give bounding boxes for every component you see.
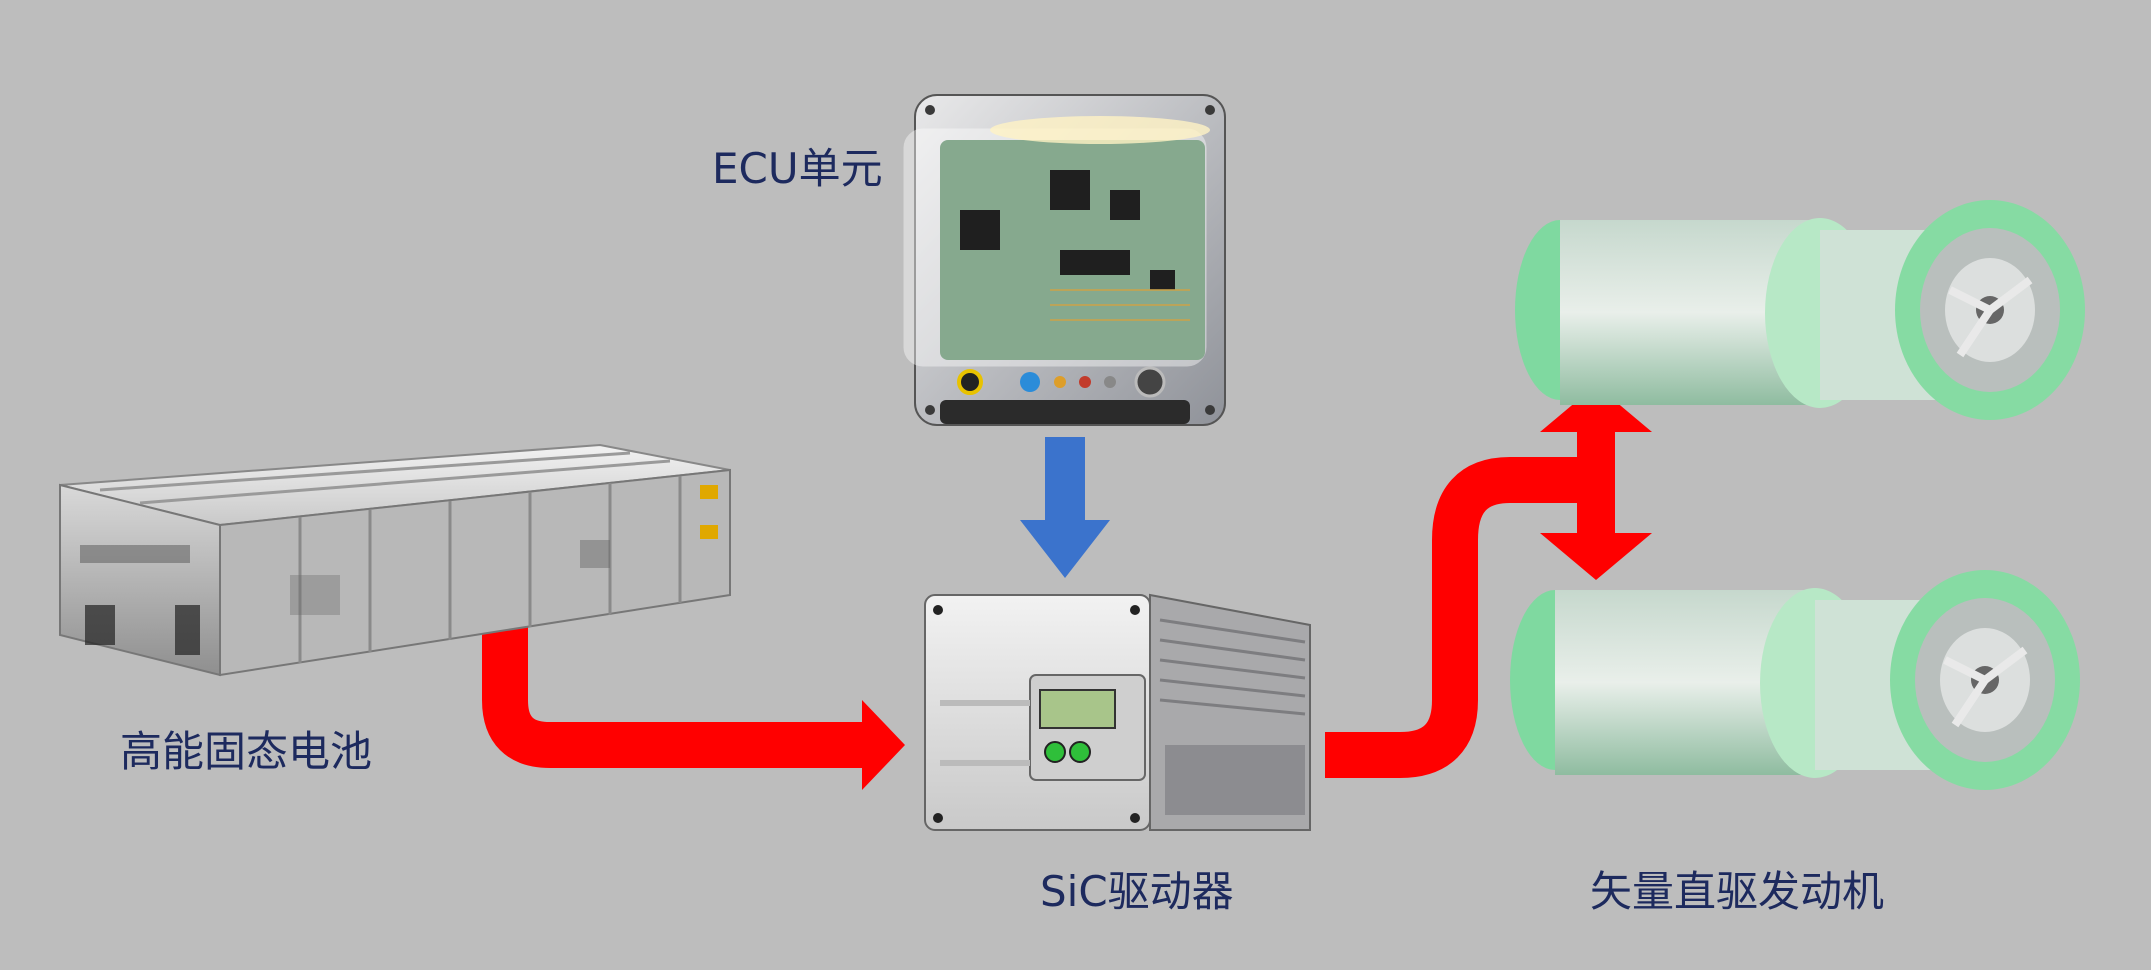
sic-driver bbox=[920, 580, 1320, 835]
battery-to-driver-arrow bbox=[482, 625, 870, 768]
battery-pack bbox=[40, 425, 740, 685]
ecu-to-driver-arrow bbox=[1045, 437, 1085, 522]
motor-link-arrowhead-up bbox=[1540, 385, 1652, 432]
battery-label: 高能固态电池 bbox=[120, 727, 373, 776]
motor-link-arrowhead-down bbox=[1540, 533, 1652, 580]
driver-label: SiC驱动器 bbox=[1040, 867, 1234, 916]
motor-bottom bbox=[1505, 565, 2095, 835]
motor-link-arrow bbox=[1577, 430, 1615, 535]
driver-to-motor-arrow bbox=[1325, 457, 1600, 778]
ecu-unit bbox=[900, 90, 1235, 435]
ecu-label: ECU单元 bbox=[712, 144, 883, 193]
battery-to-driver-arrowhead bbox=[862, 700, 905, 790]
motor-top bbox=[1510, 195, 2100, 465]
ecu-to-driver-arrowhead bbox=[1020, 520, 1110, 578]
motor-label: 矢量直驱发动机 bbox=[1590, 867, 1885, 916]
